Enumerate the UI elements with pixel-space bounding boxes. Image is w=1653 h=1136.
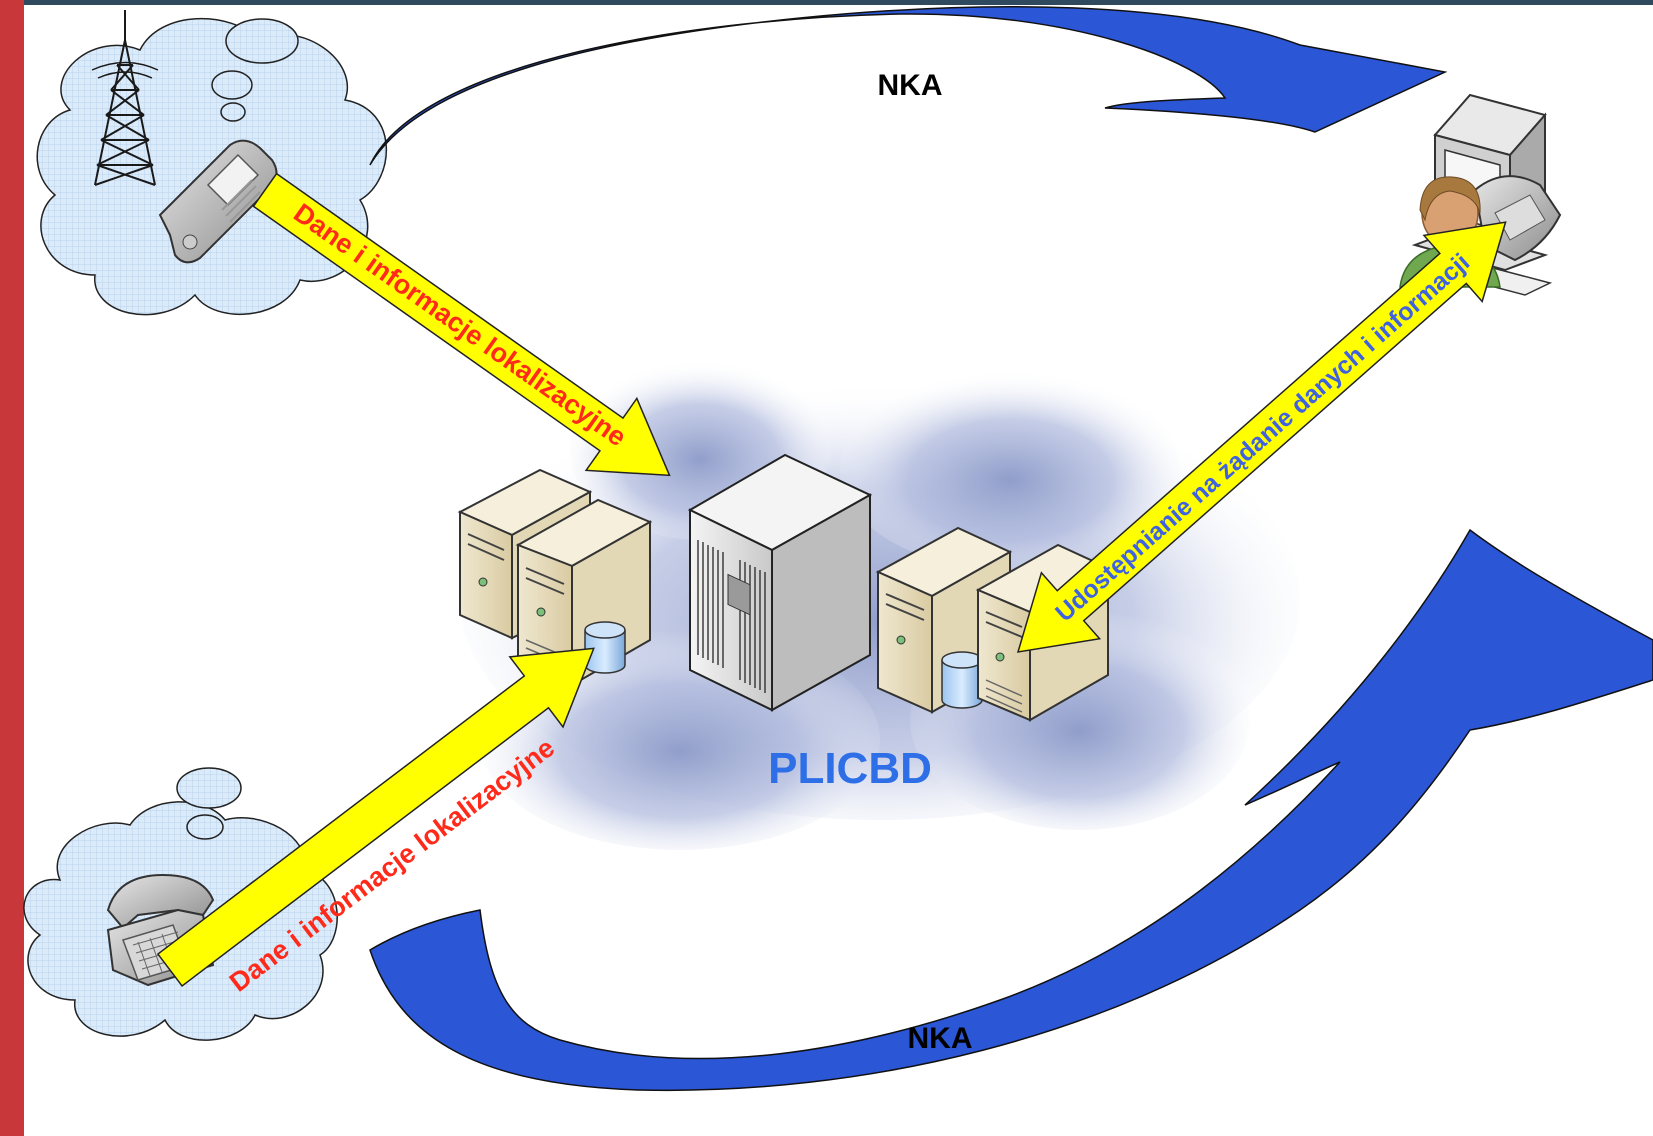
nka-bottom-label: NKA — [908, 1022, 973, 1055]
accent-bar — [0, 0, 24, 1136]
top-curved-arrow — [369, 6, 1448, 166]
mainframe-icon — [687, 453, 873, 712]
arrow-mobile-data — [252, 172, 671, 477]
mobile-phone-icon — [158, 139, 278, 264]
plicbd-label: PLICBD — [768, 744, 932, 793]
arrow-mobile-label: Dane i informacje lokalizacyjne — [288, 198, 631, 453]
bottom-curved-arrow — [369, 528, 1653, 1092]
radio-tower-icon — [91, 10, 159, 186]
top-rule — [24, 0, 1653, 5]
nka-top-label: NKA — [878, 69, 943, 102]
arrow-operator-request — [1016, 221, 1507, 653]
arrow-landline-data — [156, 647, 595, 987]
database-server-icon — [457, 468, 653, 687]
